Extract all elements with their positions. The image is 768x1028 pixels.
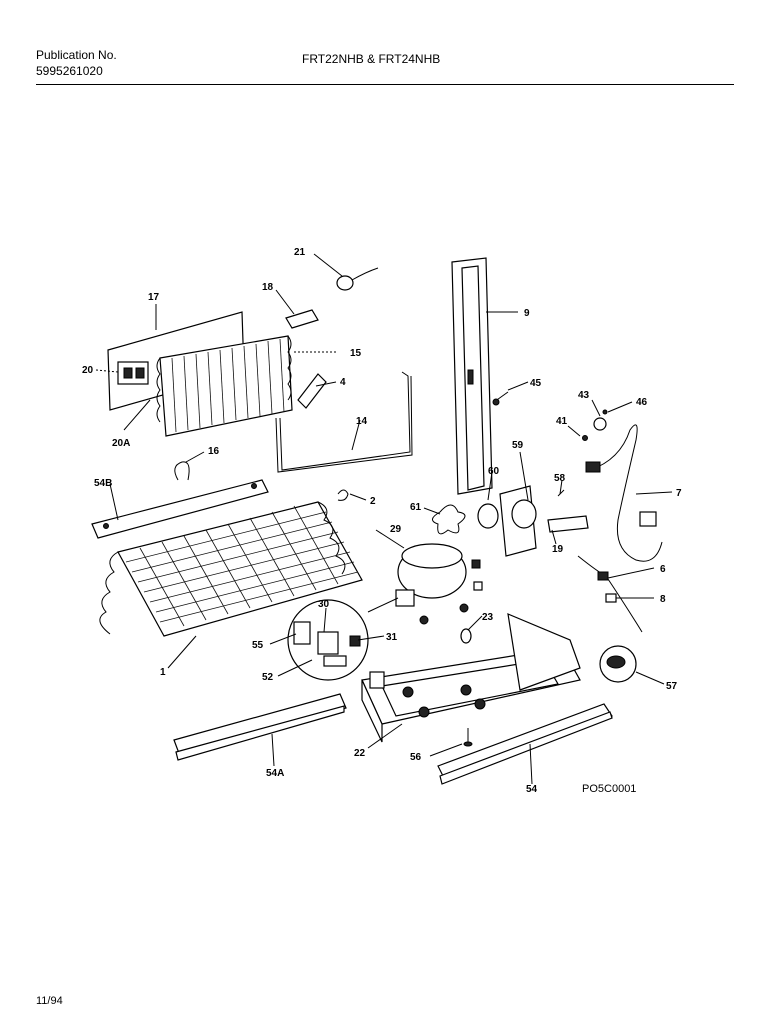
label-16: 16 — [208, 446, 220, 457]
fan-assembly — [432, 485, 589, 557]
evaporator-assembly — [107, 311, 293, 437]
part-54B-bracket — [91, 479, 269, 539]
part-9-channel — [451, 257, 493, 495]
label-61: 61 — [410, 502, 422, 513]
part-6-8-connectors — [577, 555, 643, 633]
header-rule — [36, 84, 734, 85]
label-23: 23 — [482, 612, 494, 623]
part-14-drain-heater — [275, 371, 413, 473]
label-15: 15 — [350, 348, 362, 359]
footer-date: 11/94 — [36, 995, 63, 1007]
label-14: 14 — [356, 416, 368, 427]
diagram-code: PO5C0001 — [582, 783, 636, 795]
part-22-base-pan — [361, 613, 581, 743]
label-41: 41 — [556, 416, 568, 427]
part-2-clip — [337, 489, 349, 501]
part-54-rail — [437, 703, 613, 785]
publication-number: 5995261020 — [36, 64, 103, 78]
part-29-compressor — [367, 543, 469, 625]
label-17: 17 — [148, 292, 160, 303]
part-23-grommets — [460, 559, 483, 644]
part-45-screw — [492, 391, 509, 406]
label-29: 29 — [390, 524, 402, 535]
label-30: 30 — [318, 599, 330, 610]
label-52: 52 — [262, 672, 274, 683]
model-numbers: FRT22NHB & FRT24NHB — [302, 52, 441, 66]
part-7-wire-harness — [582, 409, 663, 562]
label-54: 54 — [526, 784, 538, 795]
label-9: 9 — [524, 308, 530, 319]
callout-labels: 21 18 17 15 20 4 20A 14 16 9 45 43 46 41… — [82, 247, 682, 795]
label-60: 60 — [488, 466, 500, 477]
part-54A-rail — [173, 693, 347, 761]
label-2: 2 — [370, 496, 376, 507]
label-56: 56 — [410, 752, 422, 763]
label-43: 43 — [578, 390, 590, 401]
part-1-condenser — [99, 501, 363, 637]
label-7: 7 — [676, 488, 682, 499]
label-20: 20 — [82, 365, 94, 376]
label-57: 57 — [666, 681, 678, 692]
part-56-screw — [463, 728, 473, 747]
label-54A: 54A — [266, 768, 284, 779]
label-45: 45 — [530, 378, 542, 389]
relay-detail — [287, 599, 369, 681]
part-57-cap — [599, 645, 637, 683]
label-31: 31 — [386, 632, 398, 643]
label-55: 55 — [252, 640, 264, 651]
label-22: 22 — [354, 748, 366, 759]
label-19: 19 — [552, 544, 564, 555]
part-21-thermostat — [336, 267, 379, 291]
label-58: 58 — [554, 473, 566, 484]
leader-lines — [95, 253, 673, 785]
label-20A: 20A — [112, 438, 130, 449]
label-46: 46 — [636, 397, 648, 408]
label-4: 4 — [340, 377, 346, 388]
publication-label: Publication No. — [36, 48, 117, 62]
label-59: 59 — [512, 440, 524, 451]
part-18-clip — [285, 309, 319, 329]
part-16-clamp — [174, 461, 190, 481]
part-4-heater-clip — [297, 373, 327, 409]
label-8: 8 — [660, 594, 666, 605]
label-18: 18 — [262, 282, 274, 293]
label-21: 21 — [294, 247, 306, 258]
label-54B: 54B — [94, 478, 112, 489]
label-1: 1 — [160, 667, 166, 678]
label-6: 6 — [660, 564, 666, 575]
